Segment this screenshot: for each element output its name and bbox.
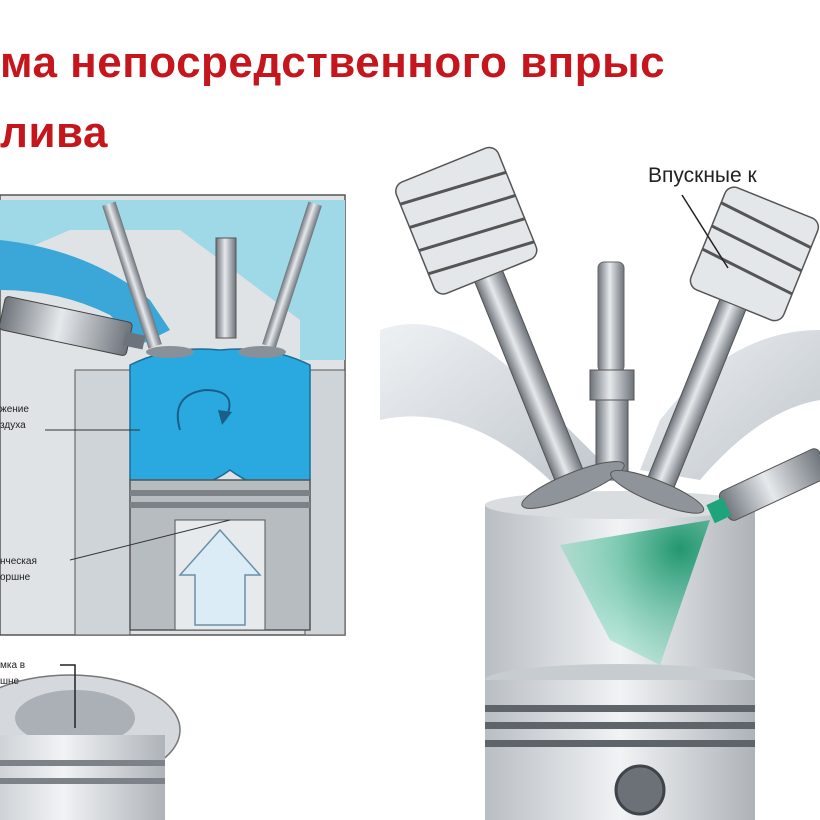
- spark-plug: [589, 261, 635, 481]
- swirl-arrow: [176, 388, 231, 431]
- callout-label: шне: [0, 676, 20, 687]
- fuel-injector-section: [0, 296, 146, 356]
- fuel-injector: [706, 448, 820, 524]
- callout-label: мка в: [0, 660, 26, 671]
- callout-label: оршне: [0, 572, 31, 583]
- fuel-spray: [560, 520, 710, 665]
- combustion-chamber: [129, 348, 311, 489]
- exhaust-valve-right: [238, 201, 322, 358]
- title-line-2: лива: [0, 108, 108, 157]
- intake-valve-left: [102, 201, 194, 358]
- piston-3d: [485, 664, 755, 820]
- intake-valve-3d: [395, 146, 625, 509]
- callout-label: здуха: [0, 420, 26, 431]
- piston-motion-arrow: [178, 528, 262, 626]
- water-jacket: [0, 200, 345, 360]
- title-line-1: ма непосредственного впрыс: [0, 38, 666, 87]
- callout-label: жение: [0, 404, 29, 415]
- callout-line: [69, 519, 231, 561]
- intake-callout-line: [681, 194, 729, 269]
- callout-label: нческая: [0, 556, 37, 567]
- engine-3d-render: [380, 146, 820, 820]
- piston-crown-inset: [0, 664, 181, 820]
- intake-valves-label: Впускные к: [648, 164, 757, 187]
- cross-section-diagram: [0, 194, 346, 636]
- exhaust-valve-3d: [610, 186, 820, 514]
- spark-plug-section: [215, 237, 237, 339]
- intake-port: [0, 240, 170, 345]
